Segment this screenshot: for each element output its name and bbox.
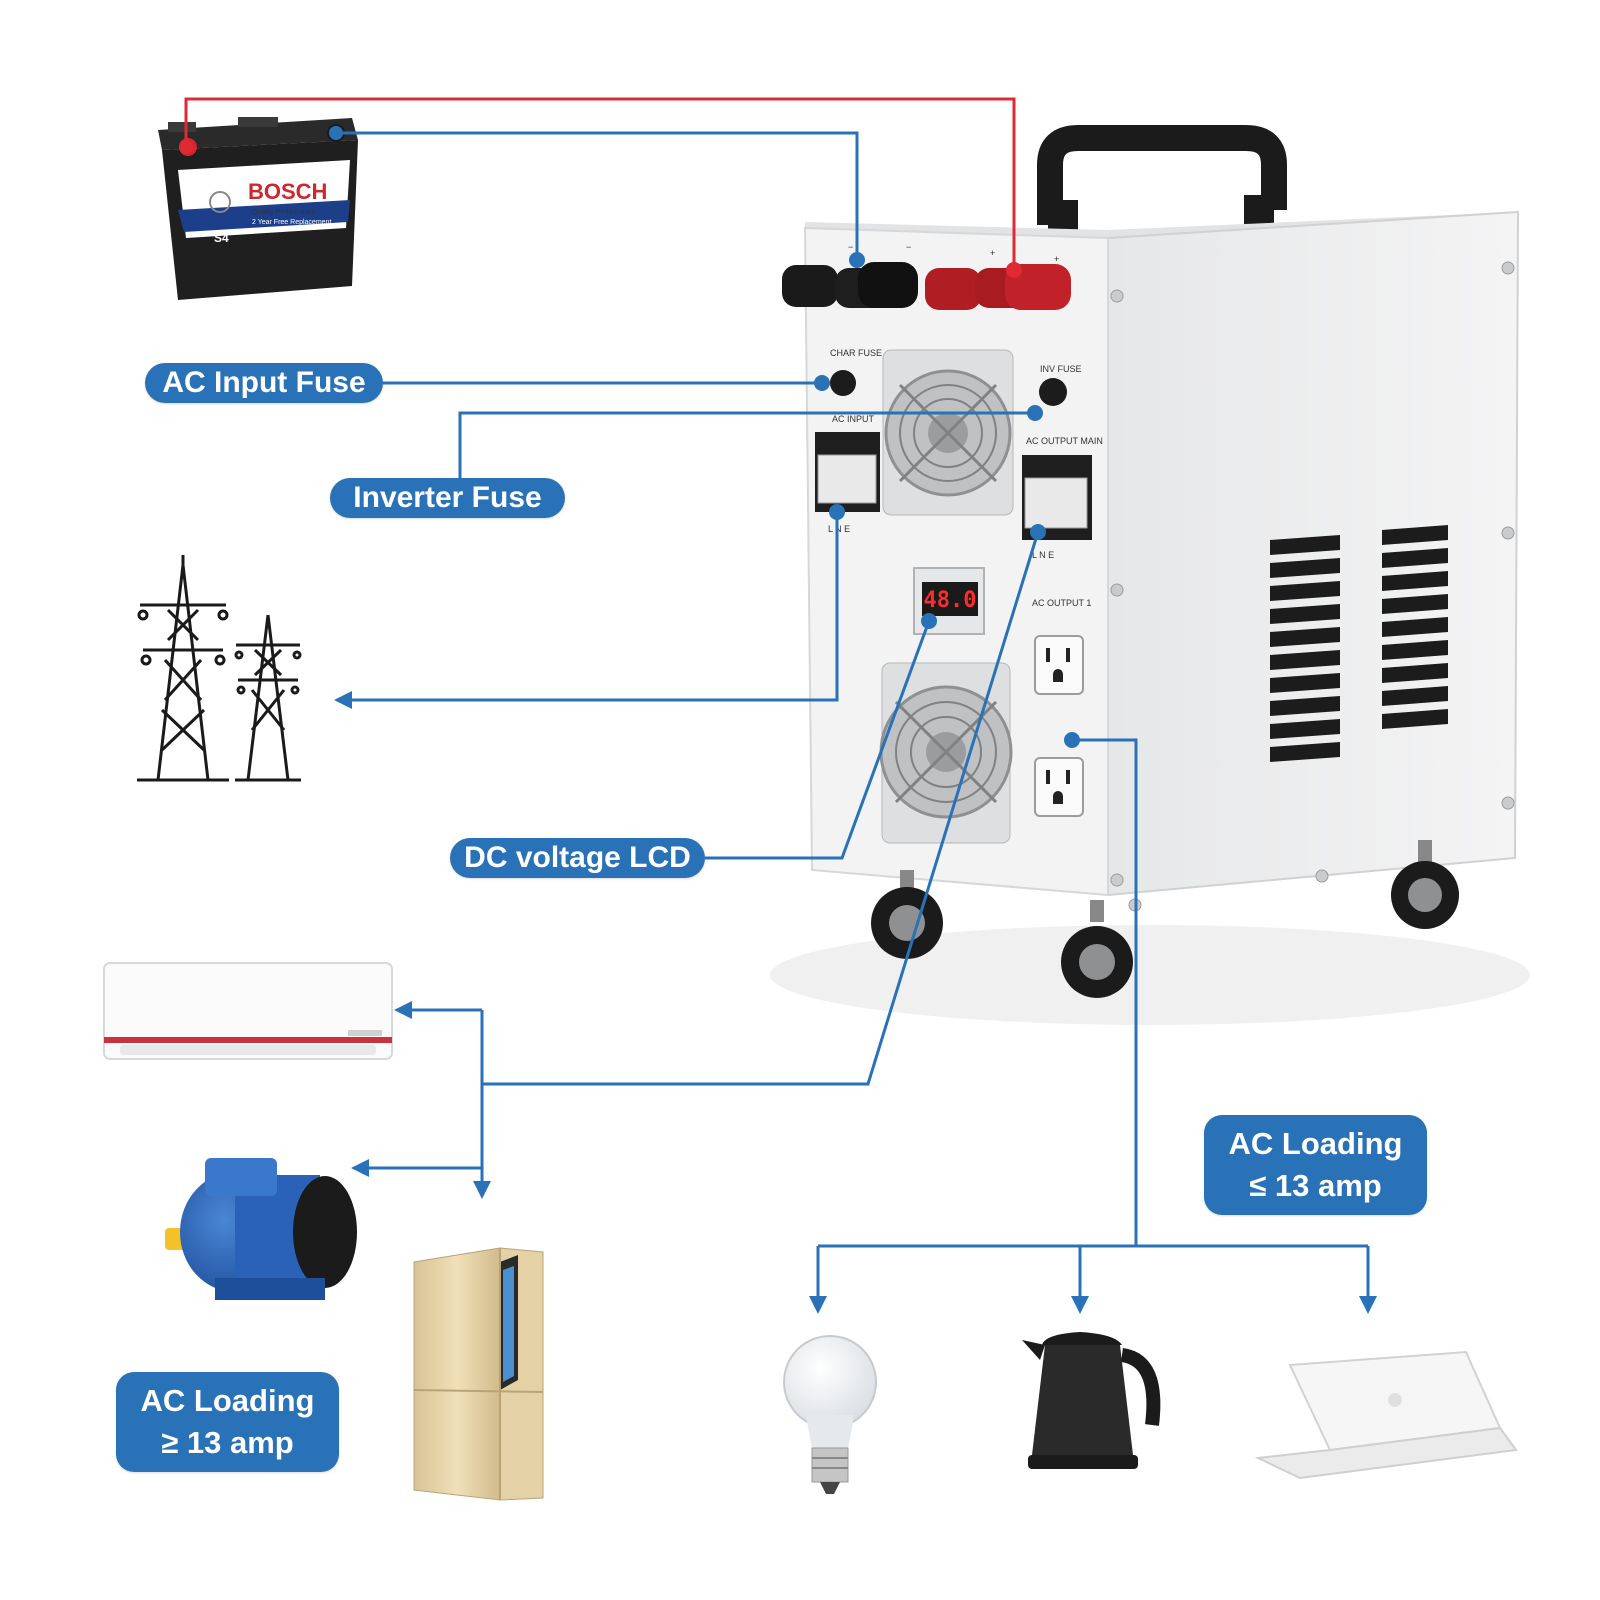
wires [179,97,1377,1314]
dc-voltage-lcd-callout: DC voltage LCD [450,838,705,878]
ac-loading-high-callout: AC Loading ≥ 13 amp [116,1372,339,1472]
ac-input-fuse-label: AC Input Fuse [162,366,366,399]
inverter-fuse-label: Inverter Fuse [353,481,542,514]
ac-outlet-1 [1034,635,1084,695]
power-tower-icon [137,555,302,782]
battery-tagline: Quality Performance [252,209,316,216]
positive-wire [184,97,1016,270]
inv-fuse [1039,378,1067,406]
dc-voltage-lcd-label: DC voltage LCD [464,841,691,874]
side-vents [1270,525,1448,762]
battery-model: S4 [214,231,229,245]
terminal-plus-2: + [1054,254,1059,264]
terminal-minus-1: − [848,242,853,252]
refrigerator-icon [413,1247,544,1501]
terminal-minus-2: − [906,242,911,252]
ac-input-fuse-callout: AC Input Fuse [145,363,383,403]
ac-output-1-label: AC OUTPUT 1 [1032,598,1091,608]
laptop-icon [1254,1350,1518,1480]
inverter-fuse-callout: Inverter Fuse [330,478,565,518]
ac-output-main-terminal-letters: L N E [1032,550,1054,560]
light-bulb-icon [783,1335,877,1494]
inverter-unit: − − + + CHAR FUSE INV FUSE [770,125,1530,1025]
ac-input-label: AC INPUT [832,414,875,424]
ac-loading-high-line2: ≥ 13 amp [161,1425,294,1460]
inv-fuse-label: INV FUSE [1040,364,1082,374]
battery-warranty: 2 Year Free Replacement [252,219,331,226]
ac-loading-low-line1: AC Loading [1228,1126,1403,1161]
electric-motor-icon [165,1158,357,1300]
upper-fan [882,349,1014,516]
battery-brand: BOSCH [248,179,327,204]
dc-voltage-lcd [922,582,978,616]
ac-loading-low-callout: AC Loading ≤ 13 amp [1204,1115,1427,1215]
ac-input-terminal-letters: L N E [828,524,850,534]
lcd-reading: 48.0 [924,588,977,613]
handle [1037,125,1287,225]
char-fuse [830,370,856,396]
lower-fan [879,662,1013,844]
ac-loading-high-line1: AC Loading [140,1383,315,1418]
ac-output-main-label: AC OUTPUT MAIN [1026,436,1103,446]
negative-wire [336,131,859,260]
ac-outlet-2 [1034,757,1084,817]
ac-loading-low-line2: ≤ 13 amp [1249,1168,1382,1203]
air-conditioner-icon [103,962,393,1060]
terminal-plus-1: + [990,248,995,258]
kettle-icon [1022,1332,1161,1469]
char-fuse-label: CHAR FUSE [830,348,882,358]
wheels [871,840,1459,998]
